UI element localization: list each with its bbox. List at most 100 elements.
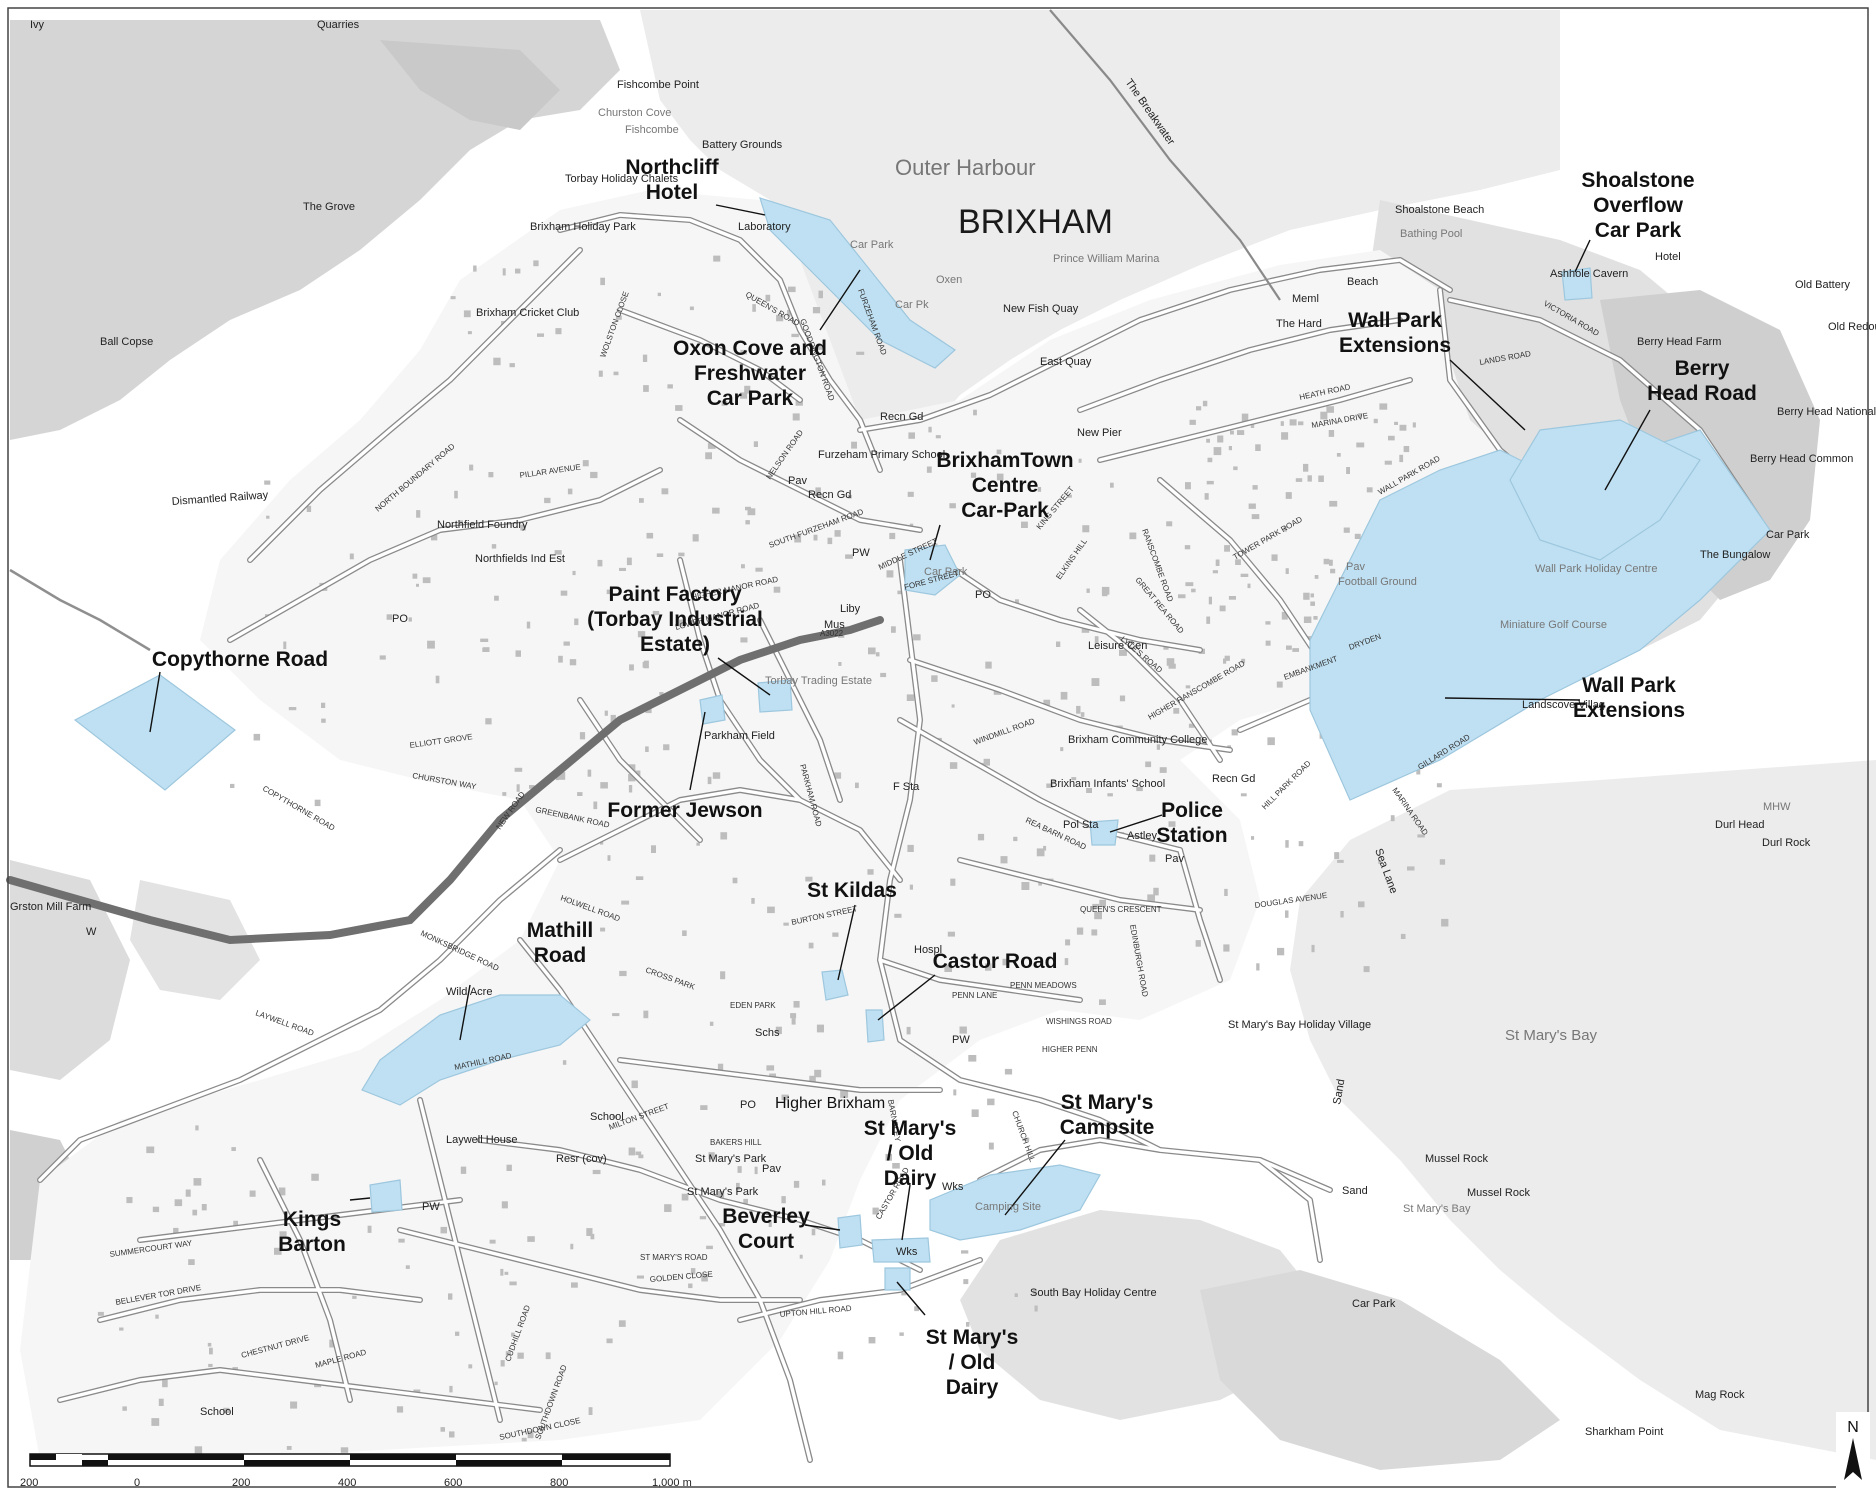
building — [1310, 593, 1314, 598]
place-the-bungalow: The Bungalow — [1700, 549, 1770, 561]
building — [1188, 723, 1195, 728]
street-label: A3022 — [820, 629, 844, 638]
scale-bar: 200 0 200 400 600 800 1,000 m — [20, 1453, 692, 1489]
building — [386, 614, 393, 620]
building — [509, 363, 515, 368]
building — [768, 1220, 772, 1227]
building — [1094, 636, 1099, 644]
building — [1000, 856, 1008, 864]
building — [1280, 421, 1284, 426]
building — [754, 1166, 758, 1175]
building — [592, 1169, 601, 1175]
building — [657, 292, 661, 297]
building — [1378, 860, 1382, 864]
building — [1417, 834, 1425, 838]
building — [707, 443, 716, 449]
building — [1224, 888, 1228, 896]
place-durl-head: Durl Head — [1715, 819, 1765, 831]
building — [266, 515, 270, 519]
scale-tick-label: 800 — [550, 1477, 568, 1489]
building — [207, 1342, 212, 1347]
building — [501, 1201, 508, 1209]
building — [515, 268, 521, 274]
building — [628, 773, 636, 782]
place-po-3: PO — [740, 1099, 756, 1111]
building — [663, 744, 670, 751]
building — [231, 1147, 236, 1151]
site-st-marys-old-dairy-south — [884, 1267, 911, 1291]
building — [569, 659, 577, 666]
place-berry-head-farm: Berry Head Farm — [1637, 336, 1721, 348]
building — [1223, 658, 1227, 664]
building — [233, 1220, 238, 1227]
building — [590, 471, 598, 479]
place-po-1: PO — [392, 613, 408, 625]
building — [1080, 712, 1085, 717]
building — [314, 799, 321, 807]
building — [747, 508, 756, 516]
site-former-jewson — [699, 694, 726, 725]
building — [473, 265, 477, 272]
building — [1099, 899, 1106, 907]
building — [659, 692, 664, 696]
building — [1276, 681, 1283, 688]
building — [814, 1069, 822, 1078]
building — [856, 351, 865, 355]
building — [827, 537, 833, 545]
building — [253, 733, 261, 741]
place-old-battery: Old Battery — [1795, 279, 1851, 291]
a3022-main-road — [6, 616, 884, 945]
building — [696, 842, 700, 846]
building — [440, 1427, 445, 1432]
building — [699, 1216, 707, 1220]
building — [985, 661, 992, 669]
building — [1271, 554, 1278, 561]
building — [1065, 939, 1071, 946]
building — [223, 1407, 230, 1413]
place-st-marys-park-2: St Mary's Park — [687, 1186, 759, 1198]
building — [950, 878, 956, 886]
building — [1136, 787, 1143, 792]
building — [1436, 783, 1442, 788]
building — [517, 1352, 524, 1359]
street-label: ST MARY'S ROAD — [640, 1253, 708, 1262]
building — [953, 1089, 957, 1096]
building — [607, 855, 611, 861]
building — [1329, 559, 1333, 566]
building — [554, 550, 562, 555]
building — [787, 309, 791, 317]
building — [435, 675, 440, 684]
building — [775, 1026, 782, 1035]
building — [1206, 616, 1211, 624]
building — [329, 1339, 334, 1348]
building — [681, 1193, 689, 1201]
building — [126, 1197, 133, 1204]
building — [959, 1026, 967, 1034]
building — [537, 333, 544, 337]
building — [1043, 845, 1047, 851]
building — [1213, 447, 1222, 456]
building — [1119, 695, 1126, 702]
place-pav-2: Pav — [1346, 561, 1365, 573]
building — [587, 769, 592, 777]
building — [745, 520, 750, 525]
place-furzeham-primary-school: Furzeham Primary School — [818, 449, 945, 461]
building — [834, 530, 841, 537]
building — [1265, 640, 1271, 646]
building — [158, 1398, 164, 1406]
built-up-area — [20, 190, 1560, 1460]
street-label: PENN MEADOWS — [1010, 981, 1077, 990]
place-northfields-ind-est: Northfields Ind Est — [475, 553, 565, 565]
building — [521, 1437, 527, 1442]
building — [812, 307, 821, 314]
site-st-kildas — [821, 969, 849, 1001]
place-pw-1: PW — [852, 547, 870, 559]
building — [416, 583, 419, 587]
place-car-park-3: Car Park — [1766, 529, 1810, 541]
building — [813, 534, 818, 541]
building — [1240, 793, 1247, 797]
